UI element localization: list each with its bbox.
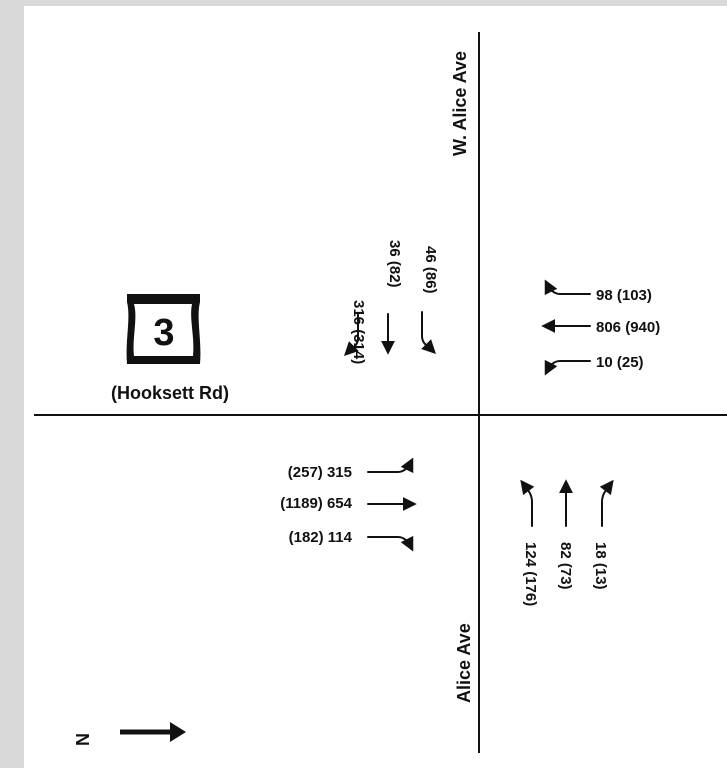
north-letter: N [72, 733, 92, 746]
alice-ave-label: Alice Ave [454, 623, 474, 703]
eastbound-approach: (257) 315 (1189) 654 (182) 114 [280, 457, 417, 552]
eb-through-volume: (1189) 654 [280, 495, 352, 512]
southbound-approach: 316 (314) 36 (82) 46 (86) [344, 240, 439, 364]
sb-left-volume: 46 (86) [422, 246, 439, 294]
north-arrow-icon: N [72, 722, 186, 746]
nb-left-volume: 18 (13) [592, 542, 609, 590]
eb-left-volume: (182) 114 [289, 529, 353, 546]
eb-left-arrow [367, 535, 414, 552]
westbound-approach: 98 (103) 806 (940) 10 (25) [541, 279, 660, 376]
wb-right-volume: 98 (103) [596, 287, 652, 304]
hooksett-rd-label: (Hooksett Rd) [111, 383, 229, 403]
sb-through-volume: 36 (82) [386, 240, 403, 288]
wb-through-volume: 806 (940) [596, 319, 660, 336]
intersection-diagram: W. Alice Ave Alice Ave 3 (Hooksett Rd) 3… [24, 6, 727, 768]
wb-left-volume: 10 (25) [596, 354, 644, 371]
sb-left-arrow [421, 311, 436, 354]
eb-right-arrow [367, 457, 414, 474]
us-route-shield-icon: 3 [126, 294, 201, 364]
sb-right-arrow [344, 313, 359, 356]
wb-left-arrow [544, 359, 591, 376]
eb-right-volume: (257) 315 [288, 464, 352, 481]
nb-right-arrow [520, 479, 535, 527]
northbound-approach: 124 (176) 82 (73) 18 (13) [520, 479, 614, 606]
route-number: 3 [153, 312, 174, 354]
wb-right-arrow [544, 279, 591, 296]
diagram-svg: W. Alice Ave Alice Ave 3 (Hooksett Rd) 3… [34, 32, 727, 753]
nb-right-volume: 124 (176) [522, 542, 539, 606]
nb-left-arrow [599, 479, 614, 527]
w-alice-ave-label: W. Alice Ave [450, 51, 470, 156]
nb-through-volume: 82 (73) [557, 542, 574, 590]
